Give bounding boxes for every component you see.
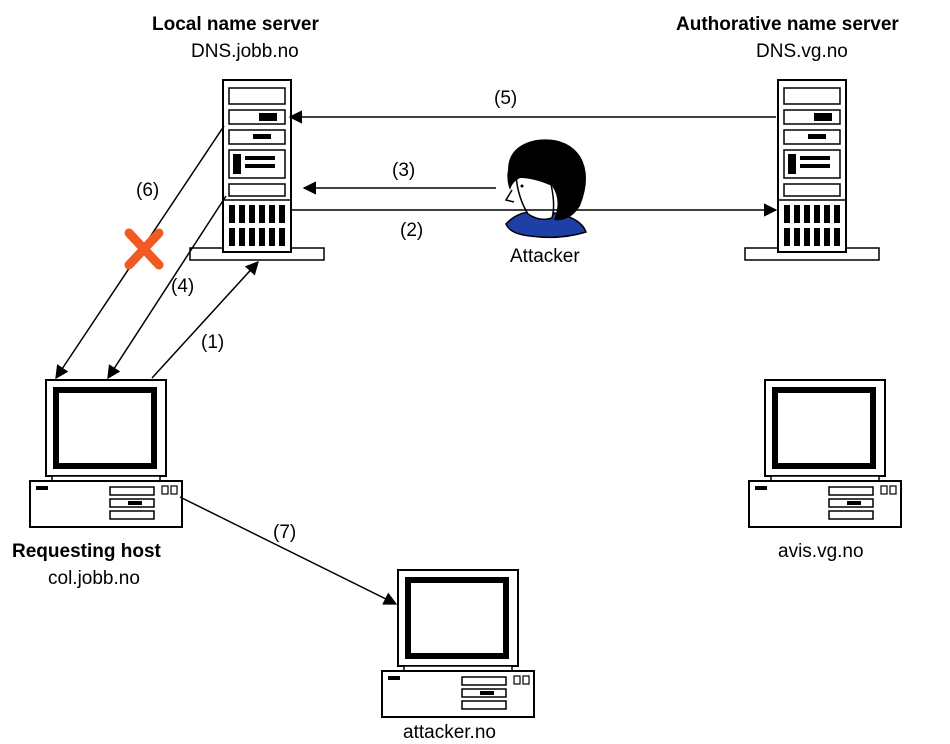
attacker-host-computer-icon	[382, 570, 534, 717]
auth-server-icon	[744, 79, 880, 261]
local-server-icon	[189, 79, 325, 261]
attacker-label: Attacker	[510, 246, 580, 267]
blocked-x-icon	[124, 228, 164, 270]
auth-server-host: DNS.vg.no	[756, 41, 848, 62]
step-label-2: (2)	[400, 220, 424, 241]
auth-server-title: Authorative name server	[676, 14, 899, 35]
step-label-5: (5)	[494, 88, 518, 109]
avis-host-name: avis.vg.no	[778, 541, 864, 562]
arrow-step-4	[107, 195, 227, 380]
step-label-1: (1)	[201, 332, 225, 353]
requesting-host-name: col.jobb.no	[48, 568, 140, 589]
local-server-title: Local name server	[152, 14, 319, 35]
step-label-4: (4)	[171, 276, 195, 297]
arrow-step-1	[151, 261, 259, 379]
requesting-host-computer-icon	[30, 380, 182, 527]
attacker-icon	[504, 139, 587, 239]
attacker-host-name: attacker.no	[403, 722, 496, 743]
step-label-7: (7)	[273, 522, 297, 543]
arrow-step-7	[179, 496, 398, 605]
requesting-host-title: Requesting host	[12, 541, 161, 562]
step-label-6: (6)	[136, 180, 160, 201]
avis-host-computer-icon	[749, 380, 901, 527]
step-label-3: (3)	[392, 160, 416, 181]
local-server-host: DNS.jobb.no	[191, 41, 299, 62]
